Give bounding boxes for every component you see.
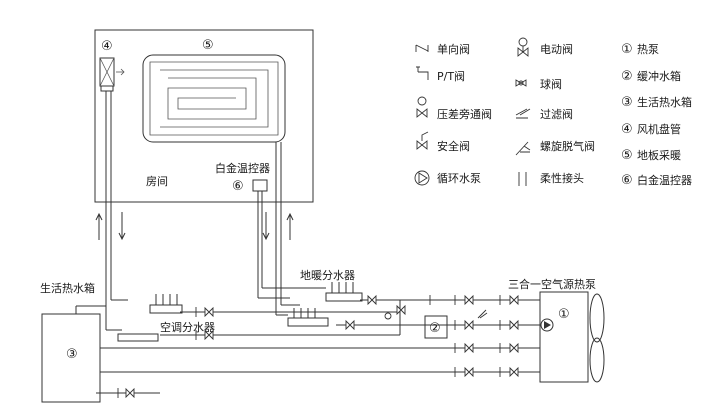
flow-arrows xyxy=(95,212,294,241)
legend-eq-num-6: ⑥ xyxy=(621,173,633,188)
label-n6: ⑥ xyxy=(232,179,244,194)
legend-motorized-valve: 电动阀 xyxy=(540,42,573,56)
floor-manifold-label: 地暖分水器 xyxy=(300,269,355,282)
heat-pump-label: 三合一空气源热泵 xyxy=(508,277,596,291)
label-n4: ④ xyxy=(101,39,113,54)
legend-pt-valve: P/T阀 xyxy=(437,69,465,83)
legend-eq-num-1: ① xyxy=(621,42,633,57)
legend-eq-label-4: 风机盘管 xyxy=(637,122,681,136)
label-n2: ② xyxy=(429,321,441,336)
label-n1: ① xyxy=(558,307,570,322)
hot-water-tank-label: 生活热水箱 xyxy=(40,281,95,295)
legend-labels-col1: 单向阀 P/T阀 压差旁通阀 安全阀 循环水泵 xyxy=(437,42,492,185)
room-label: 房间 xyxy=(146,175,168,188)
thermostat-box xyxy=(252,179,268,192)
legend-equipment: ① 热泵 ② 缓冲水箱 ③ 生活热水箱 ④ 风机盘管 ⑤ 地板采暖 ⑥ 白金温控… xyxy=(621,42,692,188)
legend-eq-num-3: ③ xyxy=(621,95,633,110)
floor-heating-coil xyxy=(142,54,286,143)
legend-spiral-air-vent: 螺旋脱气阀 xyxy=(540,139,595,153)
room-box xyxy=(94,29,314,203)
legend-eq-num-5: ⑤ xyxy=(621,148,633,163)
ac-manifold xyxy=(117,294,183,342)
buffer-tank xyxy=(424,315,448,339)
legend-bypass-valve: 压差旁通阀 xyxy=(437,107,492,121)
hot-water-tank xyxy=(41,313,101,403)
label-n5: ⑤ xyxy=(202,38,214,53)
label-n3: ③ xyxy=(66,347,78,362)
legend-eq-num-2: ② xyxy=(621,69,633,84)
heat-pump xyxy=(539,291,605,383)
legend-eq-num-4: ④ xyxy=(621,122,633,137)
legend-eq-label-5: 地板采暖 xyxy=(637,148,681,162)
pipe-symbols xyxy=(117,295,501,398)
legend-ball-valve: 球阀 xyxy=(540,77,562,91)
thermostat-label: 白金温控器 xyxy=(215,161,270,175)
ac-manifold-label: 空调分水器 xyxy=(160,320,215,334)
legend-check-valve: 单向阀 xyxy=(437,42,470,56)
legend-icons-col2 xyxy=(515,37,531,186)
inline-valves xyxy=(125,294,519,399)
legend-flexible-joint: 柔性接头 xyxy=(540,171,584,185)
legend-circulation-pump: 循环水泵 xyxy=(437,172,481,185)
floor-manifold xyxy=(287,282,363,327)
legend-labels-col2: 电动阀 球阀 过滤阀 螺旋脱气阀 柔性接头 xyxy=(540,42,595,185)
legend-eq-label-1: 热泵 xyxy=(637,43,659,56)
legend-safety-valve: 安全阀 xyxy=(437,139,470,153)
legend-filter-valve: 过滤阀 xyxy=(540,107,573,121)
legend-eq-label-6: 白金温控器 xyxy=(637,173,692,187)
legend-eq-label-2: 缓冲水箱 xyxy=(637,69,681,83)
legend-eq-label-3: 生活热水箱 xyxy=(637,95,692,109)
legend-icons-col1 xyxy=(414,44,430,186)
fan-coil-unit xyxy=(99,57,125,92)
